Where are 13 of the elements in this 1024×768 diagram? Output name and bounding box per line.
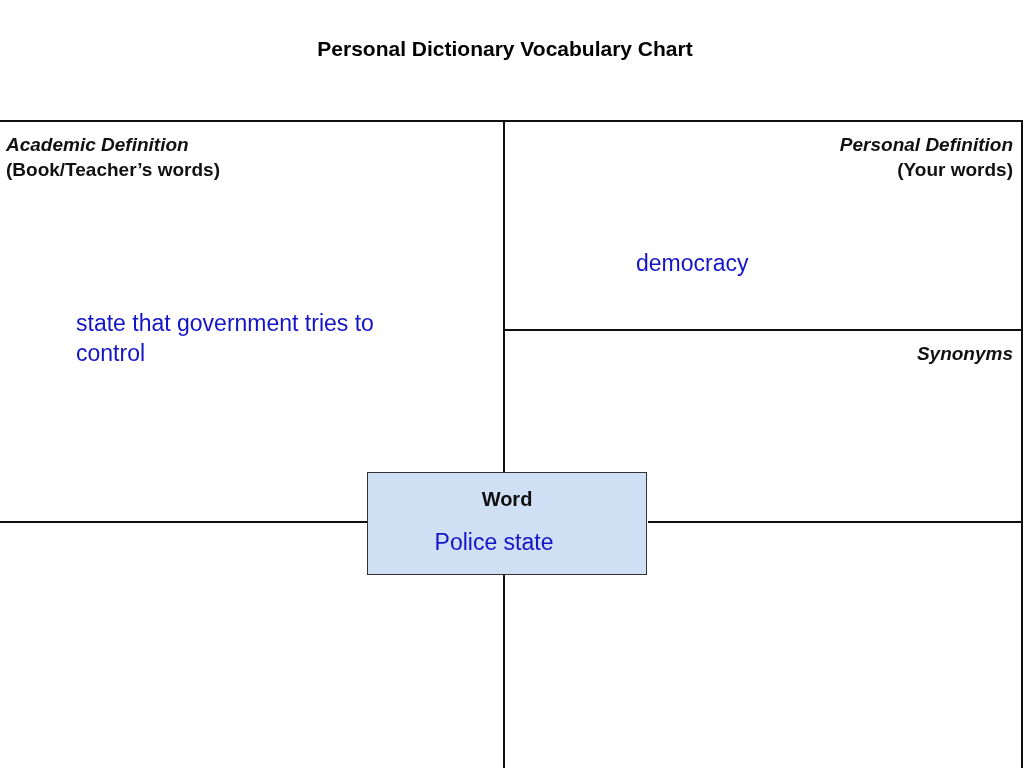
definition-panel (503, 120, 1023, 331)
panel-heading: Personal Definition (839, 134, 1013, 156)
chart-title: Personal Dictionary Vocabulary Chart (317, 36, 693, 62)
panel-heading: Synonyms (916, 343, 1013, 365)
answer-text: state that government tries to control (76, 309, 375, 368)
answer-text: democracy (636, 249, 749, 278)
empty-panel (648, 521, 1023, 768)
answer-text: Police state (434, 528, 554, 557)
panel-subheading: (Book/Teacher’s words) (6, 159, 220, 181)
panel-heading: Academic Definition (6, 134, 189, 156)
panel-subheading: (Your words) (897, 159, 1013, 181)
word-heading: Word (481, 487, 533, 511)
word-box (367, 472, 647, 575)
